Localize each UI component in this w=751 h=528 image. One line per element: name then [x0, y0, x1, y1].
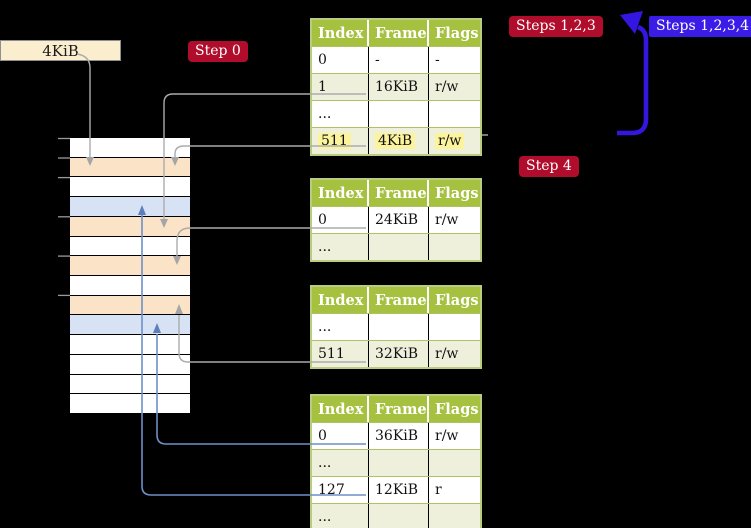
- cell-frame: 16KiB: [369, 74, 429, 100]
- table-row: 127 12KiB r: [312, 476, 480, 503]
- address-tick-marks: [58, 137, 70, 297]
- cell-flags: r/w: [435, 428, 459, 444]
- cell-frame: [369, 450, 429, 476]
- cell-index: ...: [312, 450, 369, 476]
- cell-frame: [369, 101, 429, 127]
- header-flags: Flags: [435, 400, 479, 418]
- cell-flags: [429, 234, 480, 260]
- header-index: Index: [312, 287, 369, 313]
- step4-badge: Step 4: [519, 156, 579, 177]
- cell-index: ...: [312, 234, 369, 260]
- memory-row-8-free: [70, 275, 190, 295]
- cell-flags: [429, 314, 480, 340]
- cell-index: 511: [312, 128, 369, 154]
- memory-row-2-page-table: [70, 157, 190, 177]
- cell-frame: -: [369, 47, 429, 73]
- table-3-header: Index Frame Flags: [312, 287, 480, 313]
- cell-flags: [429, 101, 480, 127]
- cell-flags: r/w: [435, 346, 459, 362]
- table-row: ...: [312, 449, 480, 476]
- memory-row-10-mapped-page: [70, 315, 190, 335]
- cell-index: ...: [312, 314, 369, 340]
- cell-index: 127: [312, 477, 369, 503]
- memory-row-1-free: [70, 138, 190, 157]
- memory-row-11-free: [70, 335, 190, 354]
- table-row: ...: [312, 503, 480, 528]
- cell-index: 0: [312, 47, 369, 73]
- cell-frame: [369, 234, 429, 260]
- memory-row-12-free: [70, 354, 190, 374]
- step0-badge: Step 0: [188, 41, 248, 62]
- cell-frame: 12KiB: [369, 477, 429, 503]
- table-2-header: Index Frame Flags: [312, 180, 480, 206]
- table-row: 1 16KiB r/w: [312, 73, 480, 100]
- cell-index: ...: [312, 504, 369, 528]
- table-row: ...: [312, 233, 480, 260]
- memory-row-5-page-table: [70, 216, 190, 236]
- physical-memory-column: [70, 138, 190, 413]
- header-index: Index: [312, 396, 369, 422]
- header-flags: Flags: [435, 24, 479, 42]
- table-row: 511 32KiB r/w: [312, 340, 480, 367]
- cell-index: 511: [312, 341, 369, 367]
- header-frame: Frame: [369, 396, 429, 422]
- frame-address-text: 4KiB: [42, 41, 79, 60]
- cell-flags: [429, 450, 480, 476]
- table-row: ...: [312, 313, 480, 340]
- cell-frame: 24KiB: [369, 207, 429, 233]
- highlighted-value: 511: [318, 133, 351, 149]
- cell-index: ...: [312, 101, 369, 127]
- table-row: 0 24KiB r/w: [312, 206, 480, 233]
- header-index: Index: [312, 20, 369, 46]
- cell-frame: 32KiB: [369, 341, 429, 367]
- table-4-header: Index Frame Flags: [312, 396, 480, 422]
- header-frame: Frame: [369, 180, 429, 206]
- highlighted-value: r/w: [435, 133, 465, 149]
- header-flags: Flags: [435, 291, 479, 309]
- cell-flags: -: [435, 52, 440, 68]
- page-table-1: Index Frame Flags 0 - - 1 16KiB r/w ... …: [310, 18, 482, 156]
- frame-address-label: 4KiB: [0, 40, 121, 61]
- memory-row-13-free: [70, 374, 190, 394]
- cell-index: 0: [312, 423, 369, 449]
- table-1-header: Index Frame Flags: [312, 20, 480, 46]
- header-frame: Frame: [369, 20, 429, 46]
- cell-flags: r/w: [435, 79, 459, 95]
- cell-frame: [369, 314, 429, 340]
- memory-row-9-page-table: [70, 295, 190, 315]
- cell-flags: [429, 504, 480, 528]
- cell-frame: 4KiB: [369, 128, 429, 154]
- cell-frame: 36KiB: [369, 423, 429, 449]
- memory-row-3-free: [70, 177, 190, 197]
- cell-flags: r/w: [435, 212, 459, 228]
- cell-frame: [369, 504, 429, 528]
- page-table-4: Index Frame Flags 0 36KiB r/w ... 127 12…: [310, 394, 482, 528]
- memory-row-7-page-table: [70, 256, 190, 275]
- cell-index: 1: [312, 74, 369, 100]
- page-table-2: Index Frame Flags 0 24KiB r/w ...: [310, 178, 482, 262]
- memory-row-14-free: [70, 394, 190, 413]
- header-index: Index: [312, 180, 369, 206]
- highlighted-value: 4KiB: [375, 133, 416, 149]
- cell-flags: r/w: [429, 128, 480, 154]
- cell-index: 0: [312, 207, 369, 233]
- steps123-badge: Steps 1,2,3: [509, 16, 603, 37]
- header-flags: Flags: [435, 184, 479, 202]
- cell-flags: r: [435, 482, 442, 498]
- page-table-3: Index Frame Flags ... 511 32KiB r/w: [310, 285, 482, 369]
- header-frame: Frame: [369, 287, 429, 313]
- steps1234-badge: Steps 1,2,3,4: [649, 16, 751, 37]
- recursive-loop-arrow: [617, 11, 649, 136]
- memory-row-6-free: [70, 236, 190, 256]
- table-row: 0 36KiB r/w: [312, 422, 480, 449]
- table-row: ...: [312, 100, 480, 127]
- memory-row-4-mapped-page: [70, 197, 190, 216]
- table-row-highlighted: 511 4KiB r/w: [312, 127, 480, 154]
- table-row: 0 - -: [312, 46, 480, 73]
